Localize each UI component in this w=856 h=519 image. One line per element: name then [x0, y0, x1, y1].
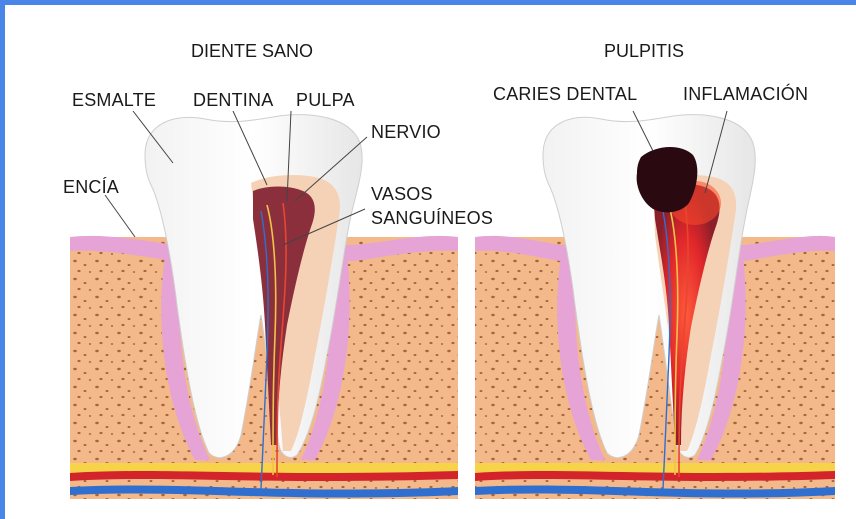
healthy-tooth-panel: DIENTE SANO ESMALTE DENTINA PULPA NERVIO… — [63, 41, 493, 499]
label-encia: ENCÍA — [63, 177, 119, 197]
pulpitis-panel: PULPITIS CARIES DENTAL INFLAMACIÓN — [475, 41, 835, 499]
label-vasos: VASOS — [371, 184, 433, 204]
encia-leader — [105, 195, 135, 237]
label-sanguineos: SANGUÍNEOS — [371, 208, 493, 228]
panel-title-pulpitis: PULPITIS — [604, 41, 684, 61]
label-esmalte: ESMALTE — [72, 90, 156, 110]
panel-title-healthy: DIENTE SANO — [191, 41, 313, 61]
label-nervio: NERVIO — [371, 122, 441, 142]
label-inflamacion: INFLAMACIÓN — [683, 83, 808, 104]
label-caries: CARIES DENTAL — [493, 84, 637, 104]
label-dentina: DENTINA — [193, 90, 273, 110]
dental-diagram: DIENTE SANO ESMALTE DENTINA PULPA NERVIO… — [5, 5, 856, 519]
label-pulpa: PULPA — [296, 90, 355, 110]
